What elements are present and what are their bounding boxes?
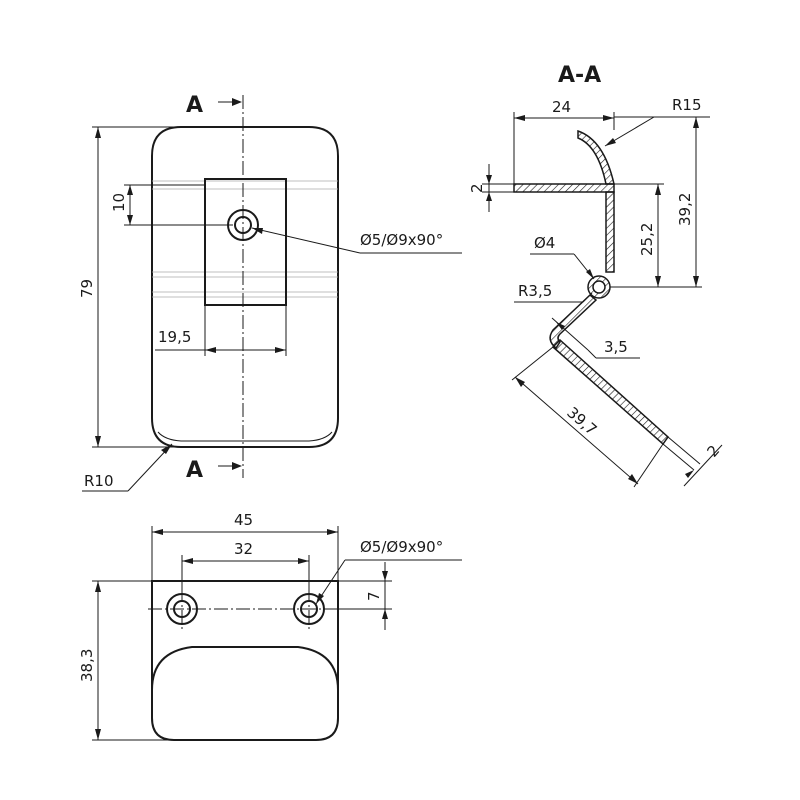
dim-3-5: 3,5 — [604, 338, 628, 356]
radius-r10: R10 — [84, 472, 114, 490]
dim-2-top: 2 — [468, 183, 486, 193]
front-view: A A 79 10 19,5 Ø5/Ø9x90° — [78, 93, 462, 492]
hole-leader-front — [251, 227, 361, 254]
dim-7: 7 — [365, 591, 383, 601]
radius-r15: R15 — [672, 96, 702, 114]
dim-45: 45 — [234, 511, 253, 529]
dim-39-2: 39,2 — [676, 193, 694, 226]
bottom-grip — [151, 646, 339, 691]
dim-19-5: 19,5 — [158, 328, 191, 346]
dim-10: 10 — [110, 193, 128, 212]
dim-32: 32 — [234, 540, 253, 558]
dim-24: 24 — [552, 98, 571, 116]
section-bend — [549, 293, 598, 350]
section-view: A-A 24 R15 2 — [468, 63, 723, 488]
cut-label-top: A — [186, 93, 203, 118]
dim-25-2: 25,2 — [638, 223, 656, 256]
dim-2-arm: 2 — [703, 442, 723, 461]
section-top-curve — [577, 129, 615, 185]
section-pin-inner — [592, 280, 606, 294]
dim-39-7: 39,7 — [563, 403, 600, 439]
section-web — [605, 191, 615, 273]
diameter-d4: Ø4 — [534, 234, 555, 252]
radius-r3-5: R3,5 — [518, 282, 552, 300]
section-flange — [513, 183, 615, 193]
bottom-outline — [151, 580, 339, 741]
dim-38-3: 38,3 — [78, 649, 96, 682]
dim-79: 79 — [78, 279, 96, 298]
cut-label-bottom: A — [186, 458, 203, 483]
front-slot — [204, 178, 287, 306]
section-title: A-A — [558, 63, 601, 88]
front-bottom-edge — [157, 431, 333, 442]
hole-callout-front: Ø5/Ø9x90° — [360, 231, 443, 249]
front-plate-outline — [151, 126, 339, 448]
bottom-view: 45 32 Ø5/Ø9x90° 7 38,3 — [78, 511, 462, 741]
hole-callout-bottom: Ø5/Ø9x90° — [360, 538, 443, 556]
dim-39-7-line — [514, 376, 639, 485]
r35-leader — [582, 292, 593, 303]
